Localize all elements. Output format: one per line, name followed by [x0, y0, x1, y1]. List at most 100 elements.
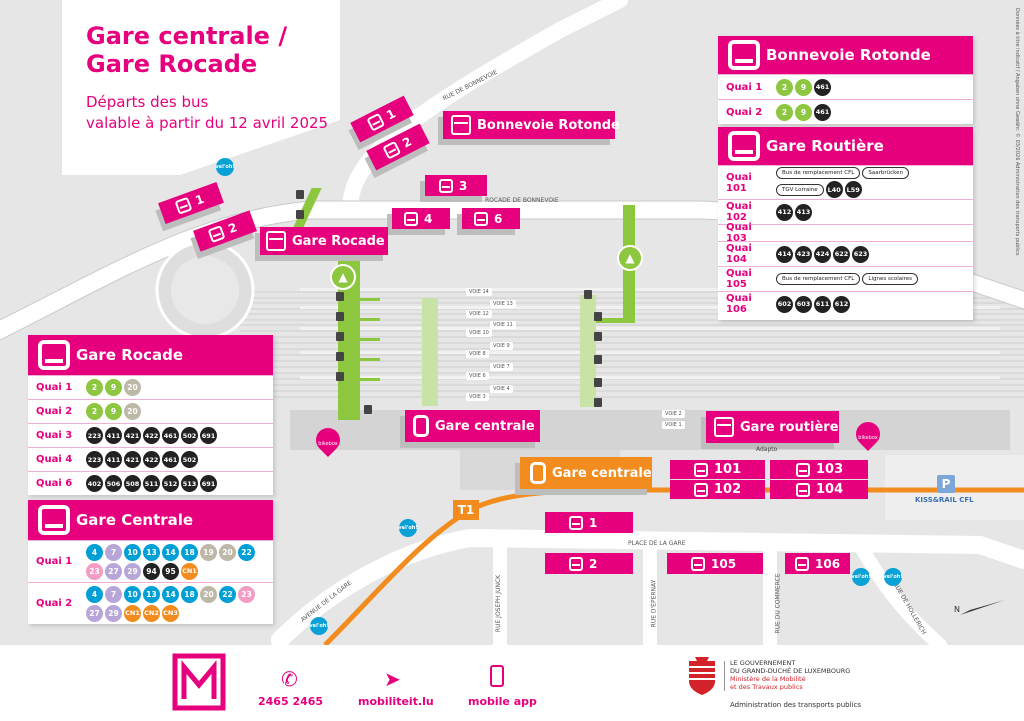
bus-stop-106[interactable]: 106	[785, 553, 850, 574]
bus-line-badge[interactable]: 691	[200, 475, 217, 492]
bus-line-badge[interactable]: 421	[124, 427, 141, 444]
bus-line-badge[interactable]: 23	[238, 585, 255, 603]
bus-line-badge[interactable]: 27	[105, 562, 122, 580]
bus-line-badge[interactable]: 424	[814, 245, 831, 263]
bus-line-badge[interactable]: 23	[86, 562, 103, 580]
bus-line-badge[interactable]: 461	[162, 427, 179, 444]
bus-line-badge[interactable]: 602	[776, 295, 793, 313]
bus-line-badge[interactable]: 22	[238, 543, 255, 561]
bus-line-badge[interactable]: 10	[124, 543, 141, 561]
bus-stop-rocade-6[interactable]: 6	[462, 208, 520, 229]
bus-line-badge[interactable]: 413	[795, 203, 812, 221]
bus-line-badge[interactable]: 223	[86, 427, 103, 444]
bus-line-badge[interactable]: 10	[124, 585, 141, 603]
bus-line-badge[interactable]: 4	[86, 585, 103, 603]
bus-line-badge[interactable]: 414	[776, 245, 793, 263]
bus-line-badge[interactable]: L40	[825, 181, 843, 198]
bus-line-badge[interactable]: 622	[833, 245, 850, 263]
bus-line-badge[interactable]: 513	[181, 475, 198, 492]
veloh-icon: vel'oh!	[215, 158, 235, 176]
elevator-icon	[296, 210, 304, 219]
bus-line-badge[interactable]: 18	[181, 585, 198, 603]
bus-line-badge[interactable]: 20	[200, 585, 217, 603]
platform-connector	[358, 318, 380, 321]
bus-line-badge[interactable]: 611	[814, 295, 831, 313]
bus-line-badge[interactable]: 29	[124, 562, 141, 580]
bus-line-badge[interactable]: 223	[86, 451, 103, 468]
bus-line-badge[interactable]: CN1	[181, 562, 198, 580]
bus-line-badge[interactable]: 2	[86, 403, 103, 420]
bus-line-badge[interactable]: 511	[143, 475, 160, 492]
bus-line-badge[interactable]: 502	[181, 427, 198, 444]
bus-line-badge[interactable]: 502	[181, 451, 198, 468]
bus-line-badge[interactable]: 4	[86, 543, 103, 561]
bus-line-badge[interactable]: 2	[776, 103, 793, 121]
bus-line-badge[interactable]: L59	[844, 181, 862, 198]
label-gare-centrale-tram: Gare centrale	[520, 457, 652, 489]
bus-line-badge[interactable]: 411	[105, 451, 122, 468]
bus-line-badge[interactable]: 9	[105, 403, 122, 420]
bus-line-badge[interactable]: 13	[143, 543, 160, 561]
bus-line-badge[interactable]: CN3	[162, 604, 179, 622]
bus-stop-centrale-2[interactable]: 2	[545, 553, 633, 574]
bus-line-badge[interactable]: 508	[124, 475, 141, 492]
label-bonnevoie-rotonde: Bonnevoie Rotonde	[443, 111, 620, 139]
bus-line-badge[interactable]: 14	[162, 585, 179, 603]
elevator-icon	[336, 352, 344, 361]
bus-line-badge[interactable]: CN2	[143, 604, 160, 622]
bus-line-badge[interactable]: 506	[105, 475, 122, 492]
bus-line-badge[interactable]: 18	[181, 543, 198, 561]
bus-line-badge[interactable]: 20	[124, 379, 141, 396]
bus-icon	[728, 40, 760, 70]
bus-line-badge[interactable]: 691	[200, 427, 217, 444]
bus-stop-rocade-4[interactable]: 4	[392, 208, 450, 229]
bus-stop-104[interactable]: 104	[770, 480, 868, 499]
bus-stop-rocade-3[interactable]: 3	[425, 175, 487, 196]
bus-line-badge[interactable]: 2	[776, 78, 793, 96]
north-label: N	[954, 605, 960, 614]
bus-line-badge[interactable]: 603	[795, 295, 812, 313]
bus-line-badge[interactable]: 29	[105, 604, 122, 622]
platform-connector	[358, 338, 380, 341]
bus-line-badge[interactable]: 20	[219, 543, 236, 561]
bus-line-badge[interactable]: 9	[795, 103, 812, 121]
bus-stop-101[interactable]: 101	[670, 460, 765, 479]
bus-stop-102[interactable]: 102	[670, 480, 765, 499]
bus-line-badge[interactable]: 27	[86, 604, 103, 622]
bus-stop-103[interactable]: 103	[770, 460, 868, 479]
bus-line-badge[interactable]: 421	[124, 451, 141, 468]
bus-line-badge[interactable]: 512	[162, 475, 179, 492]
bus-line-badge[interactable]: 95	[162, 562, 179, 580]
bus-line-badge[interactable]: CN1	[124, 604, 141, 622]
bus-line-badge[interactable]: 7	[105, 543, 122, 561]
bus-line-badge[interactable]: 423	[795, 245, 812, 263]
phone-number[interactable]: 2465 2465	[258, 695, 324, 708]
bus-line-badge[interactable]: 19	[200, 543, 217, 561]
bus-line-badge[interactable]: 402	[86, 475, 103, 492]
bus-line-badge[interactable]: 422	[143, 427, 160, 444]
bus-line-badge[interactable]: 13	[143, 585, 160, 603]
bus-stop-centrale-1[interactable]: 1	[545, 512, 633, 533]
bus-line-badge[interactable]: 94	[143, 562, 160, 580]
bus-line-badge[interactable]: 22	[219, 585, 236, 603]
website-link[interactable]: mobiliteit.lu	[358, 695, 434, 708]
bus-line-badge[interactable]: 411	[105, 427, 122, 444]
bus-stop-105[interactable]: 105	[667, 553, 763, 574]
bus-line-badge[interactable]: 412	[776, 203, 793, 221]
bus-line-badge[interactable]: 20	[124, 403, 141, 420]
subtitle-line-1: Départs des bus	[86, 93, 209, 111]
bus-line-badge[interactable]: 7	[105, 585, 122, 603]
bus-line-badge[interactable]: 9	[105, 379, 122, 396]
bus-line-badge[interactable]: 612	[833, 295, 850, 313]
bus-line-badge[interactable]: 623	[852, 245, 869, 263]
bus-line-badge[interactable]: 9	[795, 78, 812, 96]
mobile-app-link[interactable]: mobile app	[468, 695, 537, 708]
bus-line-badge[interactable]: 422	[143, 451, 160, 468]
bus-line-badge[interactable]: 461	[162, 451, 179, 468]
bus-line-badge[interactable]: 461	[814, 103, 831, 121]
bus-line-badge[interactable]: 2	[86, 379, 103, 396]
footer: ✆ 2465 2465 ➤ mobiliteit.lu mobile app L…	[0, 645, 1024, 721]
bus-line-badge[interactable]: 461	[814, 78, 831, 96]
table-header: Bonnevoie Rotonde	[718, 36, 973, 74]
bus-line-badge[interactable]: 14	[162, 543, 179, 561]
